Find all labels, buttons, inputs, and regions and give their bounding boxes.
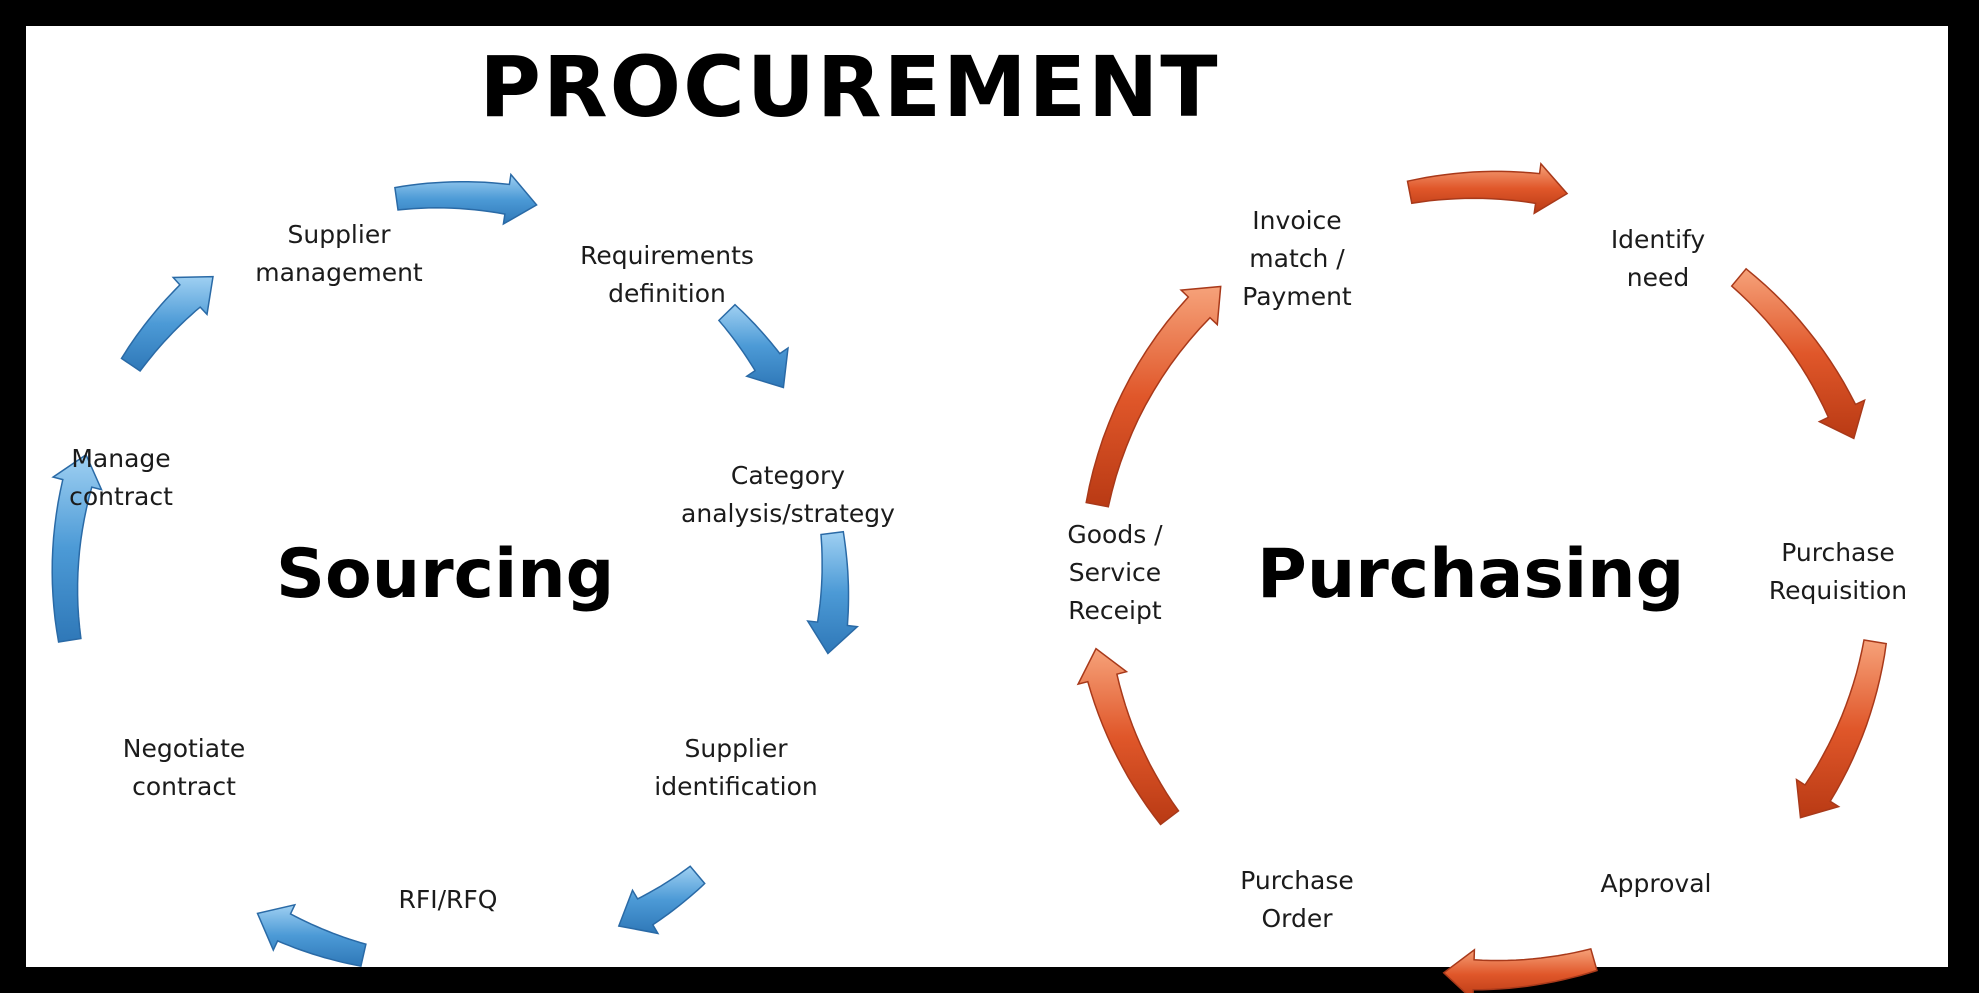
arrow-invoice-to-identify (1406, 161, 1569, 215)
arrow-category-to-identification (806, 530, 860, 655)
arrow-goods-to-invoice (1085, 285, 1222, 508)
purchasing-label: Purchasing (1257, 535, 1685, 614)
arrow-identify-to-requisition (1730, 267, 1866, 440)
page-title: PROCUREMENT (479, 38, 1220, 136)
arrow-rfi-to-negotiate (256, 903, 367, 967)
step-approval: Approval (1600, 869, 1712, 898)
diagram-canvas (26, 26, 1948, 967)
arrow-approval-to-order (1442, 948, 1598, 993)
arrow-requirements-to-category (717, 303, 789, 389)
arrow-supplier-mgmt-to-requirements (394, 172, 538, 226)
arrow-manage-to-supplier-mgmt (120, 275, 214, 373)
arrow-identification-to-rfi (617, 865, 706, 935)
sourcing-label: Sourcing (276, 535, 615, 614)
arrow-negotiate-to-manage (51, 453, 103, 643)
arrow-order-to-goods (1076, 647, 1180, 826)
arrow-requisition-to-approval (1795, 639, 1888, 819)
step-rfi-rfq: RFI/RFQ (398, 885, 498, 914)
